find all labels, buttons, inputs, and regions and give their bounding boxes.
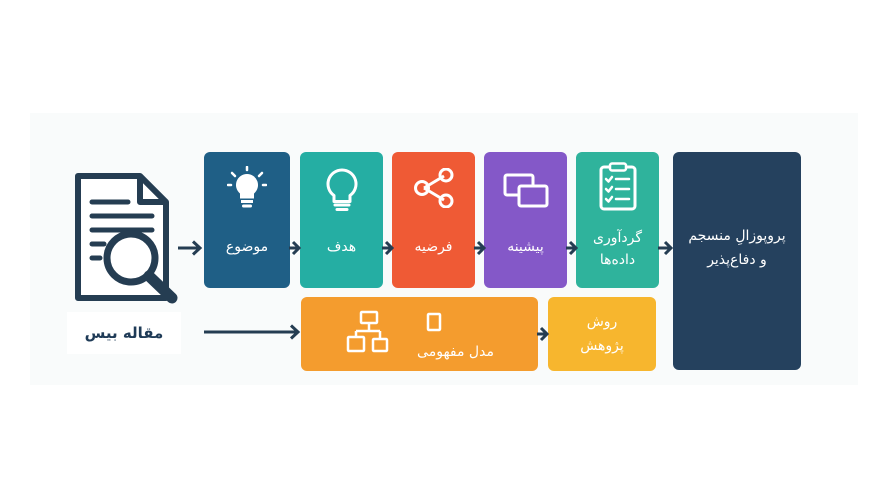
step-hypothesis-label: فرضیه (414, 239, 453, 255)
arrow-model-to-method (537, 326, 549, 342)
step-background-box: پیشینه (484, 152, 567, 288)
conceptual-model-label: مدل مفهومی (417, 344, 494, 360)
step-background-label: پیشینه (507, 239, 544, 255)
step-goal-box: هدف (300, 152, 383, 288)
flowchart-icon (346, 310, 389, 353)
arrow-background-to-data (566, 240, 578, 256)
document-search-icon (75, 173, 178, 304)
arrow-data-to-proposal (658, 240, 674, 256)
bulb-outline-icon (326, 168, 357, 211)
step-hypothesis-box: فرضیه (392, 152, 475, 288)
step-data-collection-label: گردآوری داده‌ها (593, 230, 642, 268)
clipboard-checklist-icon (599, 162, 636, 211)
result-proposal-box: پروپوزالِ منسجم و دفاع‌پذیر (673, 152, 801, 370)
source-article-label: مقاله بیس (67, 312, 181, 354)
step-data-collection-box: گردآوری داده‌ها (576, 152, 659, 288)
step-goal-label: هدف (326, 239, 357, 255)
arrow-topic-to-goal (289, 240, 301, 256)
arrow-goal-to-hypothesis (382, 240, 394, 256)
arrow-source-to-model (204, 324, 301, 340)
document-icon (426, 312, 442, 332)
conceptual-model-box: مدل مفهومی (301, 297, 538, 371)
research-method-box: روش پژوهش (548, 297, 656, 371)
result-proposal-label: پروپوزالِ منسجم و دفاع‌پذیر (688, 228, 786, 268)
windows-icon (503, 173, 548, 208)
step-topic-label: موضوع (225, 239, 269, 255)
step-topic-box: موضوع (204, 152, 290, 288)
arrow-source-to-topic (178, 240, 203, 256)
arrow-hypothesis-to-background (474, 240, 486, 256)
lightbulb-icon (227, 166, 267, 208)
share-icon (413, 168, 453, 208)
research-method-label: روش پژوهش (580, 314, 624, 354)
